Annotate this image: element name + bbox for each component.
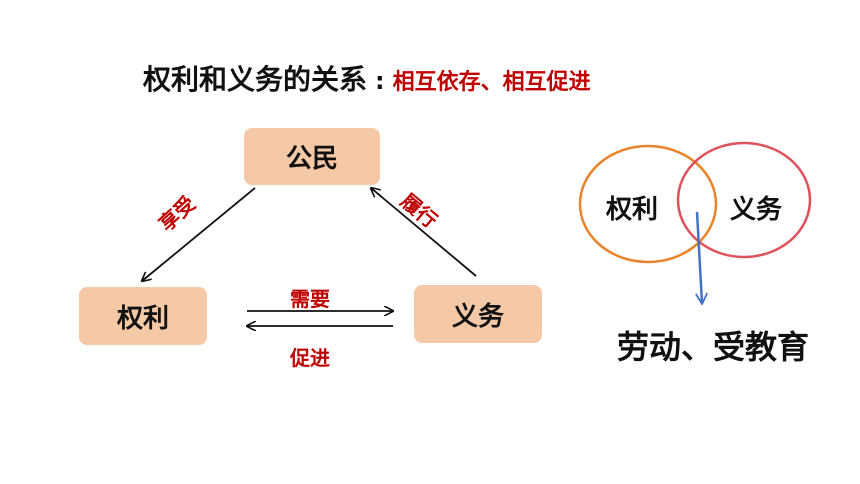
node-duties: 义务: [414, 285, 542, 343]
venn-down-arrow: [697, 211, 702, 303]
venn-rights-circle: [578, 144, 718, 264]
title-separator: :: [375, 67, 385, 95]
venn-duties-label: 义务: [730, 195, 783, 225]
label-promote: 促进: [290, 346, 330, 370]
node-rights-label: 权利: [116, 303, 169, 334]
arrow-citizen-to-rights: [142, 187, 256, 281]
arrow-duties-to-citizen: [371, 188, 477, 277]
node-citizen: 公民: [244, 128, 380, 185]
title-main: 权利和义务的关系: [143, 63, 368, 96]
title-subtitle: 相互依存、相互促进: [392, 70, 591, 95]
page-title: 权利和义务的关系: 相互依存、相互促进: [143, 58, 591, 98]
venn-rights-label: 权利: [606, 195, 659, 225]
node-rights: 权利: [79, 287, 207, 345]
node-citizen-label: 公民: [285, 144, 338, 174]
result-text: 劳动、受教育: [617, 328, 810, 366]
node-duties-label: 义务: [451, 301, 504, 332]
label-need: 需要: [290, 287, 330, 311]
venn-duties-circle: [676, 141, 812, 259]
